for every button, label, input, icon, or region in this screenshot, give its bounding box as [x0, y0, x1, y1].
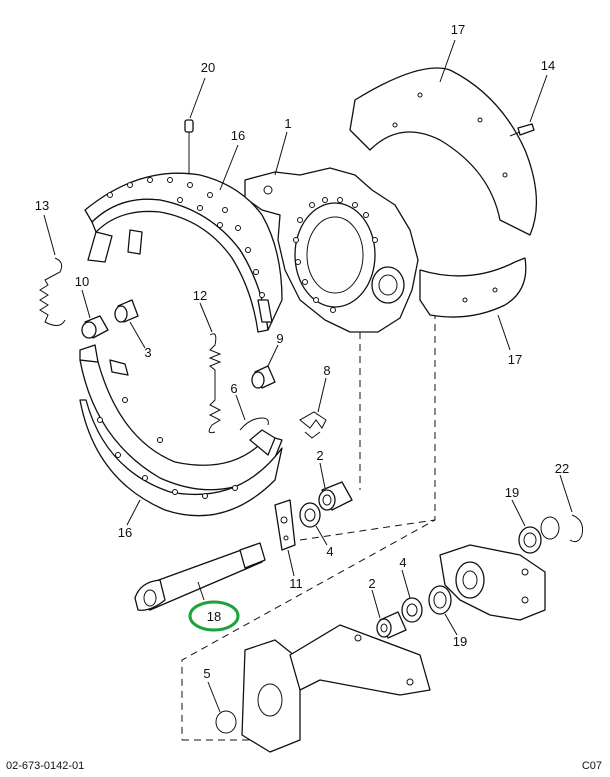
callout-2-lower: 2 — [368, 576, 375, 591]
dust-shield-lower — [419, 257, 527, 318]
callout-6: 6 — [230, 381, 237, 396]
snap-ring-small — [215, 710, 237, 734]
callout-9: 9 — [276, 331, 283, 346]
callout-19-lower: 19 — [453, 634, 467, 649]
callout-13: 13 — [35, 198, 49, 213]
callout-12: 12 — [193, 288, 207, 303]
callout-3: 3 — [144, 345, 151, 360]
callout-8: 8 — [323, 363, 330, 378]
brake-shoe-upper — [84, 172, 283, 333]
callout-16-bottom: 16 — [118, 525, 132, 540]
bushing-lower — [376, 611, 407, 639]
camshaft-bracket — [241, 624, 431, 753]
washer-upper — [518, 526, 542, 554]
callout-14: 14 — [541, 58, 555, 73]
return-spring — [208, 333, 222, 434]
callout-1: 1 — [284, 116, 291, 131]
callout-22: 22 — [555, 461, 569, 476]
snap-ring — [540, 514, 583, 543]
callout-2-upper: 2 — [316, 448, 323, 463]
highlight-ring — [188, 600, 240, 632]
callout-10: 10 — [75, 274, 89, 289]
washer-lower — [428, 585, 452, 615]
callout-11: 11 — [289, 576, 303, 591]
anchor-pin — [184, 119, 194, 180]
callout-17-top: 17 — [451, 22, 465, 37]
roller-small — [251, 365, 276, 389]
anchor-clip — [239, 417, 269, 431]
callout-19-upper: 19 — [505, 485, 519, 500]
callout-4-upper: 4 — [326, 544, 333, 559]
callout-labels: 20 16 1 17 14 13 10 3 12 9 6 8 17 2 4 11… — [35, 22, 569, 681]
callout-5: 5 — [203, 666, 210, 681]
bushing-upper — [318, 481, 353, 511]
assembly-centerlines — [181, 300, 436, 741]
leader-lines — [43, 39, 573, 713]
retainer-clip — [299, 411, 327, 439]
callout-17-bottom: 17 — [508, 352, 522, 367]
document-number: 02-673-0142-01 — [6, 760, 85, 772]
callout-20: 20 — [201, 60, 215, 75]
callout-18: 18 — [207, 609, 221, 624]
brake-shoe-lower — [79, 344, 283, 517]
shield-screw — [509, 123, 535, 137]
dust-shield-upper — [349, 67, 538, 236]
brake-spider — [244, 167, 419, 333]
slack-adjuster — [439, 544, 546, 621]
retracting-spring — [39, 257, 66, 326]
seal-lower — [401, 597, 423, 623]
seal-plate — [274, 499, 296, 551]
callout-16-top: 16 — [231, 128, 245, 143]
s-cam-shaft — [134, 542, 266, 611]
bushing — [114, 299, 139, 323]
page-code: C07 — [581, 760, 602, 772]
seal-upper — [299, 502, 321, 528]
callout-4-lower: 4 — [399, 555, 406, 570]
cam-roller — [81, 315, 109, 339]
